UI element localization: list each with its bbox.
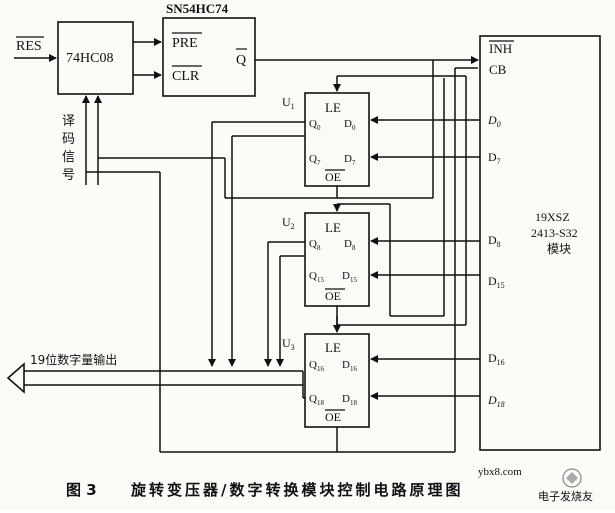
decode-char: 码: [62, 131, 75, 146]
module-box: [479, 35, 601, 451]
decode-char: 号: [62, 167, 75, 182]
latch-u3-d-bot: D18: [342, 393, 357, 407]
module-cb: CB: [489, 62, 507, 77]
res-label: RES: [16, 39, 42, 54]
watermark-site: ybx8.com: [478, 466, 522, 478]
latch-u1-d-bot: D7: [344, 153, 356, 167]
watermark-logo-icon: [562, 468, 582, 488]
latch-u2-q-bot: Q15: [309, 270, 324, 284]
figure-number: 图 3: [66, 481, 97, 499]
latch-u3-le: LE: [325, 340, 341, 355]
watermark-brand: 电子发烧友: [538, 489, 593, 503]
latch-u3-oe: OE: [325, 410, 341, 424]
latch-u2-le: LE: [325, 220, 341, 235]
latch-u2-box: [304, 212, 370, 307]
flipflop-pre: PRE: [172, 36, 198, 51]
flipflop-q: Q: [236, 53, 246, 68]
module-line-1: 19XSZ: [535, 210, 570, 224]
flipflop-box: [162, 17, 256, 97]
module-pin-d16: D16: [488, 351, 505, 367]
latch-u1-d-top: D0: [344, 118, 356, 132]
latch-u2-d-bot: D15: [342, 270, 357, 284]
latch-u2-q-top: Q8: [309, 238, 321, 252]
latch-u3-q-top: Q16: [309, 359, 324, 373]
module-inh: INH: [489, 41, 512, 56]
and-gate-box: [57, 21, 134, 95]
latch-u1-q-bot: Q7: [309, 153, 321, 167]
module-pin-d18: D18: [487, 393, 505, 409]
and-gate-label: 74HC08: [66, 51, 113, 66]
latch-u1-le: LE: [325, 100, 341, 115]
latch-u2-oe: OE: [325, 289, 341, 303]
decode-char: 译: [62, 113, 75, 128]
decode-signal-label: 译 码 信 号: [62, 113, 75, 182]
module-line-2: 2413-S32: [531, 226, 578, 240]
flipflop-title: SN54HC74: [166, 1, 229, 16]
module-pin-d8: D8: [488, 233, 501, 249]
latch-u3-d-top: D16: [342, 359, 357, 373]
latch-u1-oe: OE: [325, 170, 341, 184]
flipflop-clr: CLR: [172, 69, 200, 84]
latch-u1-q-top: Q0: [309, 118, 321, 132]
latch-u3-q-bot: Q18: [309, 393, 324, 407]
latch-u3-name: U3: [282, 336, 295, 352]
module-pin-d15: D15: [488, 274, 505, 290]
module-pin-d0: D0: [487, 113, 501, 129]
figure-caption: 旋转变压器/数字转换模块控制电路原理图: [130, 481, 463, 499]
wiring: [6, 38, 480, 453]
module-pin-d7: D7: [488, 150, 501, 166]
latch-u1-box: [304, 92, 370, 187]
latch-u1-name: U1: [282, 95, 295, 111]
output-bus-label: 19位数字量输出: [30, 352, 117, 367]
module-line-3: 模块: [547, 242, 571, 256]
latch-u2-name: U2: [282, 215, 295, 231]
latch-u2-d-top: D8: [344, 238, 356, 252]
decode-char: 信: [62, 149, 75, 164]
